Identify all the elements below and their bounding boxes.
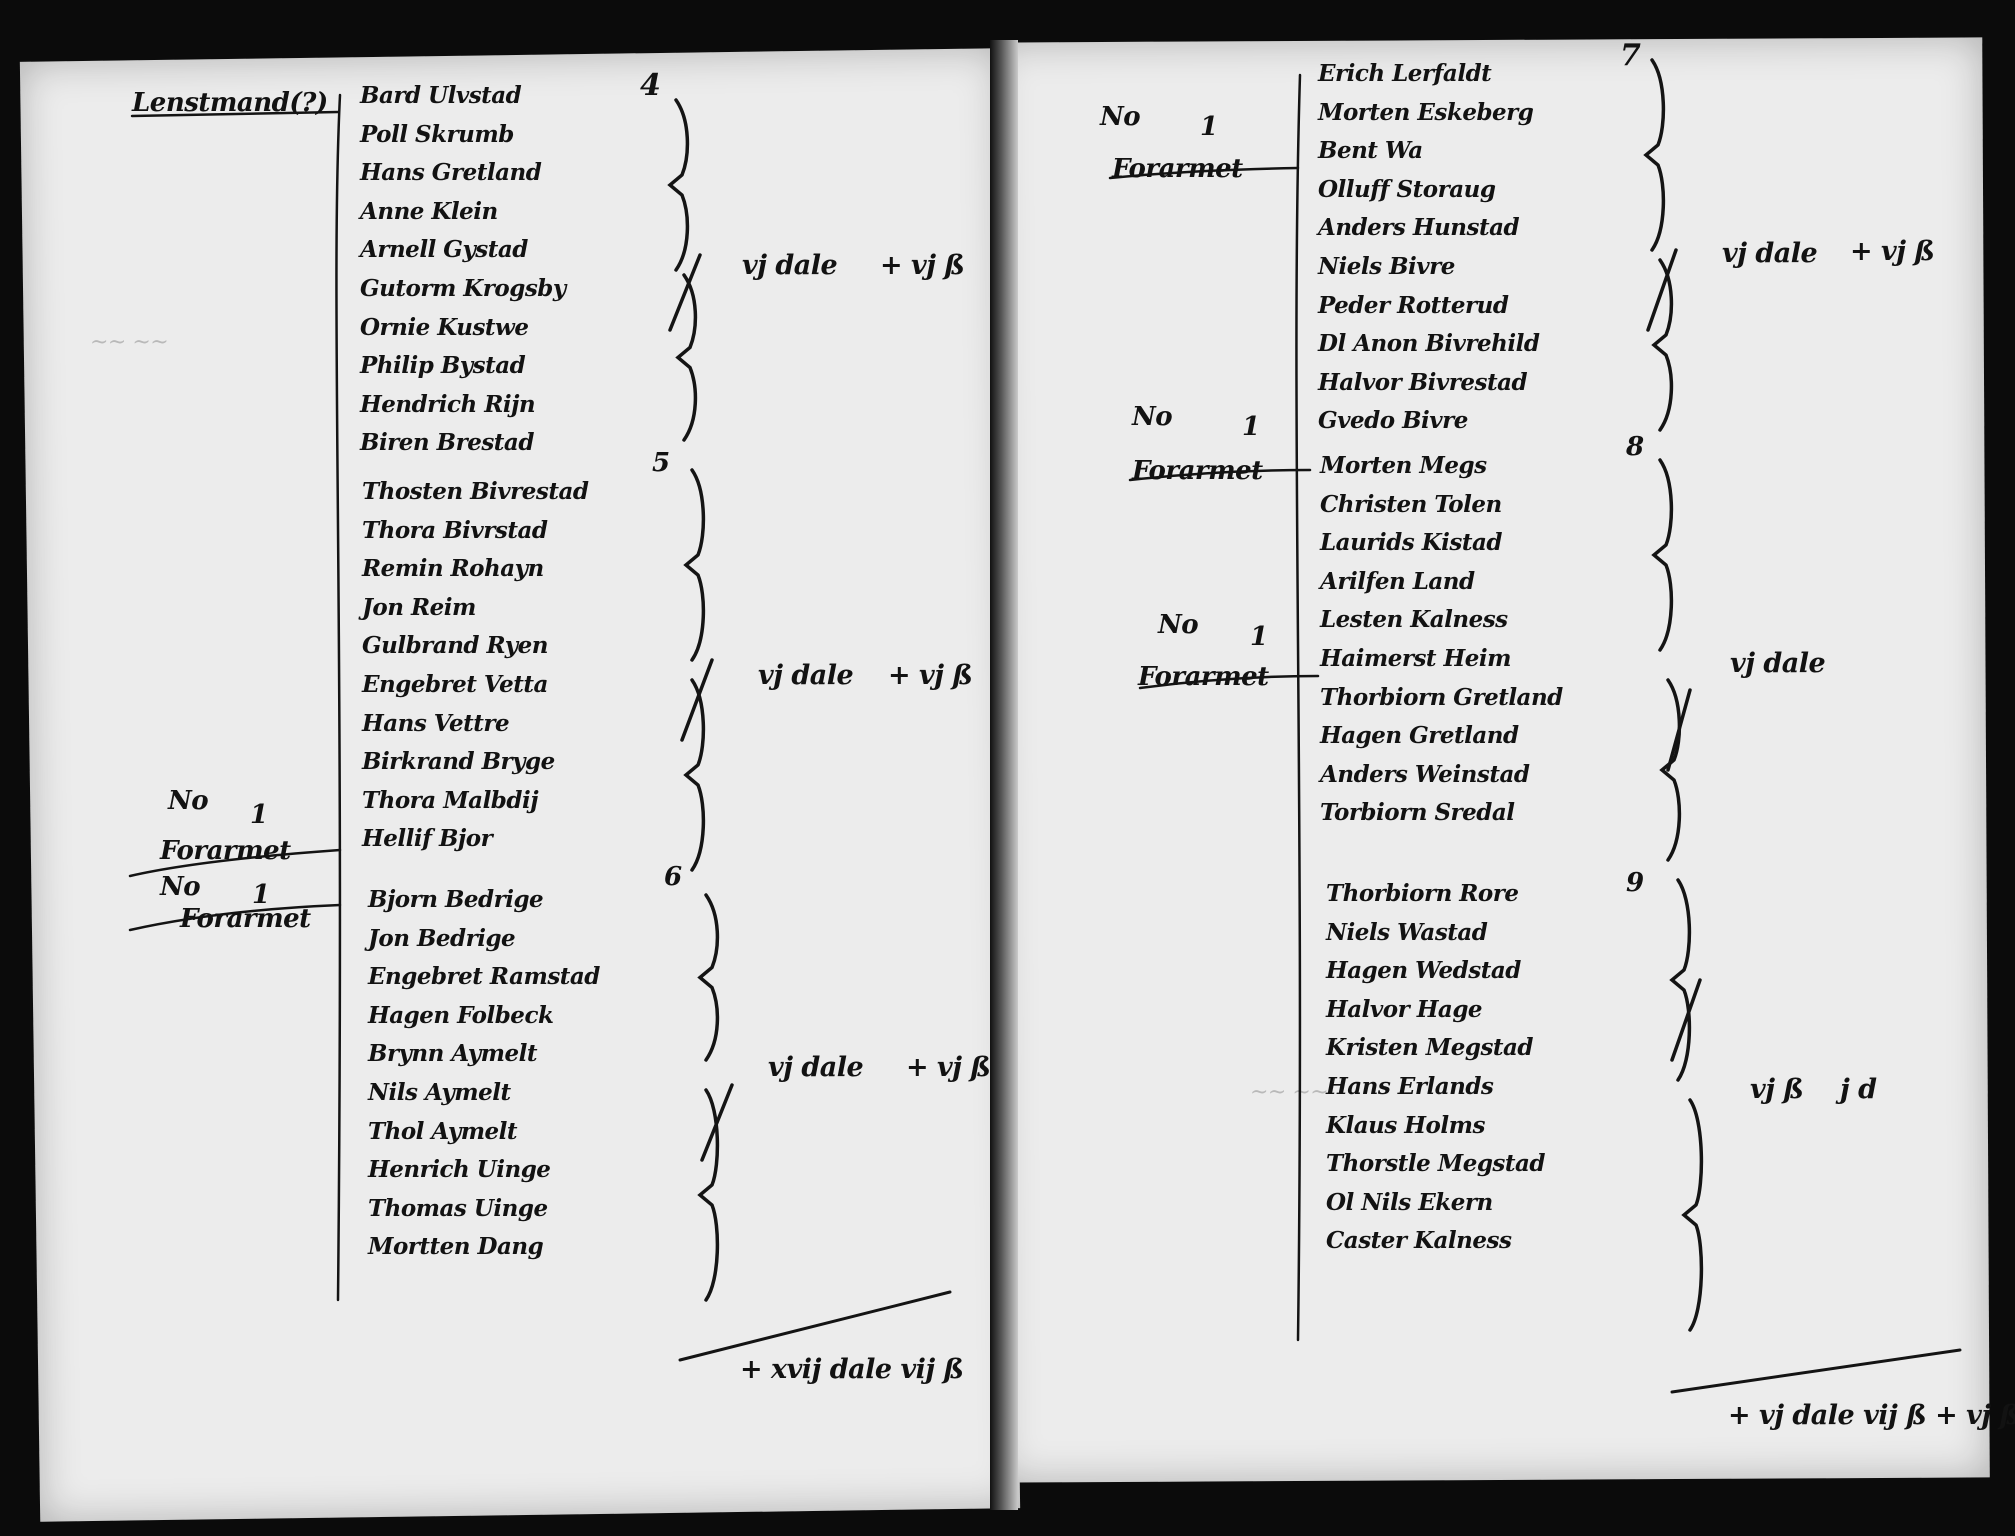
name-entry: Dl Anon Bivrehild: [1318, 330, 1540, 358]
name-entry: Hans Vettre: [362, 709, 510, 737]
name-entry: Thorbiorn Rore: [1326, 880, 1519, 907]
right-group-sum-value: + vj ß: [1850, 236, 1935, 267]
name-entry: Hagen Gretland: [1320, 722, 1519, 750]
left-margin-word: Forarmet: [180, 904, 311, 934]
name-entry: Bard Ulvstad: [360, 82, 522, 109]
right-margin-word: Forarmet: [1138, 662, 1269, 692]
name-entry: Philip Bystad: [360, 352, 526, 380]
name-entry: Torbiorn Sredal: [1320, 799, 1515, 827]
name-entry: Bent Wa: [1318, 137, 1423, 165]
name-entry: Thorbiorn Gretland: [1320, 683, 1563, 711]
name-entry: Brynn Aymelt: [368, 1040, 537, 1068]
name-entry: Ol Nils Ekern: [1326, 1188, 1493, 1216]
name-entry: Hagen Folbeck: [368, 1001, 554, 1029]
right-margin-no: No: [1158, 610, 1199, 640]
name-entry: Poll Skrumb: [360, 120, 514, 148]
name-entry: Arnell Gystad: [360, 236, 528, 264]
right-margin-num: 1: [1242, 412, 1260, 442]
name-entry: Hans Gretland: [360, 159, 542, 187]
name-entry: Anders Hunstad: [1318, 214, 1520, 242]
left-group-sum-value: + vj ß: [888, 660, 973, 691]
name-entry: Erich Lerfaldt: [1318, 60, 1492, 87]
name-entry: Lesten Kalness: [1320, 606, 1508, 634]
name-entry: Hans Erlands: [1326, 1073, 1494, 1100]
name-entry: Morten Megs: [1320, 452, 1487, 479]
name-entry: Gulbrand Ryen: [362, 632, 548, 660]
name-entry: Nils Aymelt: [368, 1079, 511, 1106]
name-entry: Hendrich Rijn: [360, 390, 536, 418]
name-entry: Thosten Bivrestad: [362, 478, 589, 505]
name-entry: Engebret Vetta: [362, 671, 548, 698]
left-folio-number: 4: [640, 68, 661, 103]
name-entry: Thol Aymelt: [368, 1117, 518, 1145]
name-entry: Klaus Holms: [1326, 1111, 1485, 1139]
name-entry: Laurids Kistad: [1320, 529, 1502, 557]
left-group-sum-value: + vj ß: [880, 250, 965, 281]
right-group-sum-label: vj dale: [1722, 238, 1818, 269]
left-margin-no: No: [168, 786, 209, 816]
name-entry: Halvor Bivrestad: [1318, 368, 1528, 396]
right-margin-num: 1: [1200, 112, 1218, 142]
right-margin-word: Forarmet: [1112, 154, 1243, 184]
name-entry: Olluff Storaug: [1318, 175, 1496, 203]
name-entry: Thora Malbdij: [362, 786, 539, 814]
name-entry: Hagen Wedstad: [1326, 957, 1521, 985]
name-entry: Jon Reim: [362, 593, 476, 621]
right-folio-number: 7: [1620, 38, 1641, 73]
name-entry: Engebret Ramstad: [368, 963, 600, 991]
right-group-marker: 9: [1626, 868, 1644, 898]
name-entry: Thora Bivrstad: [362, 516, 548, 544]
name-entry: Biren Brestad: [360, 429, 534, 457]
left-manuscript-page: [19, 48, 1021, 1522]
left-group-sum-label: vj dale: [768, 1052, 864, 1083]
name-entry: Morten Eskeberg: [1318, 98, 1534, 126]
right-group-sum-value: j d: [1840, 1074, 1877, 1105]
left-header-note: Lenstmand(?): [132, 88, 328, 118]
name-entry: Peder Rotterud: [1318, 291, 1509, 319]
left-margin-word: Forarmet: [160, 836, 291, 866]
name-entry: Niels Wastad: [1326, 918, 1488, 946]
name-entry: Remin Rohayn: [362, 555, 544, 583]
bleedthrough-mark: ~~ ~~: [90, 330, 169, 355]
left-margin-num: 1: [252, 880, 270, 910]
name-entry: Gutorm Krogsby: [360, 275, 566, 302]
name-entry: Bjorn Bedrige: [368, 886, 544, 913]
name-entry: Niels Bivre: [1318, 253, 1455, 280]
left-group-sum-value: + vj ß: [906, 1052, 991, 1083]
right-group-sum-label: vj ß: [1750, 1074, 1804, 1105]
name-entry: Gvedo Bivre: [1318, 407, 1468, 435]
right-group-marker: 8: [1626, 432, 1644, 462]
name-entry: Anders Weinstad: [1320, 760, 1530, 788]
right-margin-num: 1: [1250, 622, 1268, 652]
right-group-sum-label: vj dale: [1730, 648, 1826, 679]
name-entry: Mortten Dang: [368, 1233, 544, 1261]
book-gutter: [990, 40, 1018, 1510]
left-group-marker: 5: [652, 448, 670, 478]
left-page-total: + xvij dale vij ß: [740, 1354, 964, 1385]
name-entry: Caster Kalness: [1326, 1227, 1512, 1255]
name-entry: Henrich Uinge: [368, 1156, 551, 1184]
name-entry: Birkrand Bryge: [362, 748, 555, 776]
name-entry: Christen Tolen: [1320, 490, 1502, 518]
left-margin-no: No: [160, 872, 201, 902]
left-group-sum-label: vj dale: [758, 660, 854, 691]
name-entry: Arilfen Land: [1320, 567, 1475, 595]
name-entry: Halvor Hage: [1326, 995, 1483, 1023]
bleedthrough-mark: ~~ ~~: [1250, 1080, 1329, 1105]
name-entry: Kristen Megstad: [1326, 1034, 1534, 1062]
right-margin-word: Forarmet: [1132, 456, 1263, 486]
name-entry: Hellif Bjor: [362, 825, 493, 853]
left-margin-num: 1: [250, 800, 268, 830]
name-entry: Haimerst Heim: [1320, 645, 1511, 672]
left-group-marker: 6: [664, 862, 682, 892]
right-page-total: + vj dale vij ß + vj ß: [1728, 1400, 2015, 1431]
name-entry: Ornie Kustwe: [360, 313, 529, 341]
name-entry: Anne Klein: [360, 197, 498, 225]
name-entry: Jon Bedrige: [368, 924, 516, 952]
right-margin-no: No: [1100, 102, 1141, 132]
name-entry: Thomas Uinge: [368, 1194, 548, 1222]
left-group-sum-label: vj dale: [742, 250, 838, 281]
name-entry: Thorstle Megstad: [1326, 1150, 1545, 1178]
right-margin-no: No: [1132, 402, 1173, 432]
